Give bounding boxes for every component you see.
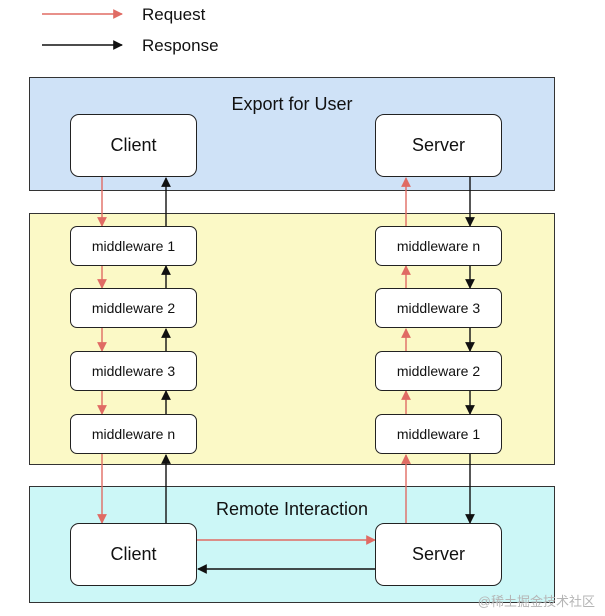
legend-response-label: Response	[142, 36, 219, 55]
export-region-title: Export for User	[231, 94, 353, 114]
legend-request-label: Request	[142, 5, 206, 24]
top-client-node: Client	[70, 114, 197, 177]
client-middleware-n: middleware n	[70, 414, 197, 454]
server-middleware-2: middleware 2	[375, 351, 502, 391]
bottom-client-node: Client	[70, 523, 197, 586]
server-middleware-n: middleware n	[375, 226, 502, 266]
client-middleware-1: middleware 1	[70, 226, 197, 266]
client-middleware-3: middleware 3	[70, 351, 197, 391]
bottom-server-node: Server	[375, 523, 502, 586]
server-middleware-3: middleware 3	[375, 288, 502, 328]
server-middleware-1: middleware 1	[375, 414, 502, 454]
client-middleware-2: middleware 2	[70, 288, 197, 328]
top-server-node: Server	[375, 114, 502, 177]
watermark: @稀土掘金技术社区	[477, 594, 595, 609]
remote-region-title: Remote Interaction	[215, 499, 369, 519]
